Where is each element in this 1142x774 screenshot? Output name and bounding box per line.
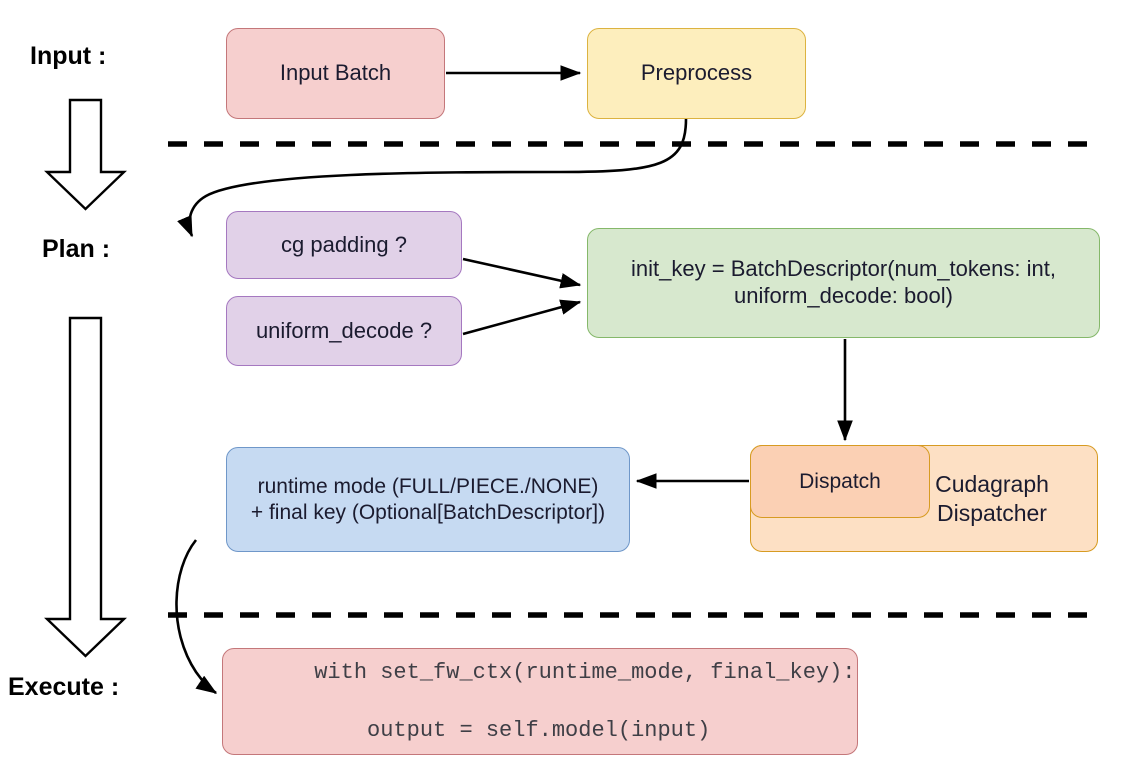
stage-arrow-plan-to-execute — [44, 316, 127, 658]
code-line-2: output = self.model(input) — [314, 718, 711, 744]
node-runtime-mode: runtime mode (FULL/PIECE./NONE) + final … — [226, 447, 630, 552]
node-code-block: with set_fw_ctx(runtime_mode, final_key)… — [222, 648, 858, 755]
cudagraph-dispatcher-line-1: Cudagraph — [935, 470, 1049, 497]
runtime-mode-line-2: + final key (Optional[BatchDescriptor]) — [250, 500, 606, 524]
runtime-mode-line-1: runtime mode (FULL/PIECE./NONE) — [257, 474, 599, 498]
edge-uniform-decode-to-init-key — [462, 299, 582, 336]
node-init-key: init_key = BatchDescriptor(num_tokens: i… — [587, 228, 1100, 338]
edge-runtime-mode-to-code — [175, 539, 218, 695]
node-uniform-decode: uniform_decode ? — [226, 296, 462, 366]
cudagraph-dispatcher-line-2: Dispatcher — [937, 499, 1047, 526]
stage-label-execute: Execute : — [8, 673, 120, 701]
node-cg-padding: cg padding ? — [226, 211, 462, 279]
code-line-1: with set_fw_ctx(runtime_mode, final_key)… — [314, 659, 856, 685]
node-dispatch: Dispatch — [750, 445, 930, 518]
stage-label-plan: Plan : — [42, 235, 111, 263]
stage-arrow-input-to-plan — [44, 98, 127, 211]
node-preprocess: Preprocess — [587, 28, 806, 119]
stage-label-input: Input : — [30, 42, 107, 70]
edge-cg-padding-to-init-key — [462, 257, 582, 289]
node-input-batch: Input Batch — [226, 28, 445, 119]
init-key-line-1: init_key = BatchDescriptor(num_tokens: i… — [631, 256, 1056, 282]
init-key-line-2: uniform_decode: bool) — [734, 283, 953, 308]
